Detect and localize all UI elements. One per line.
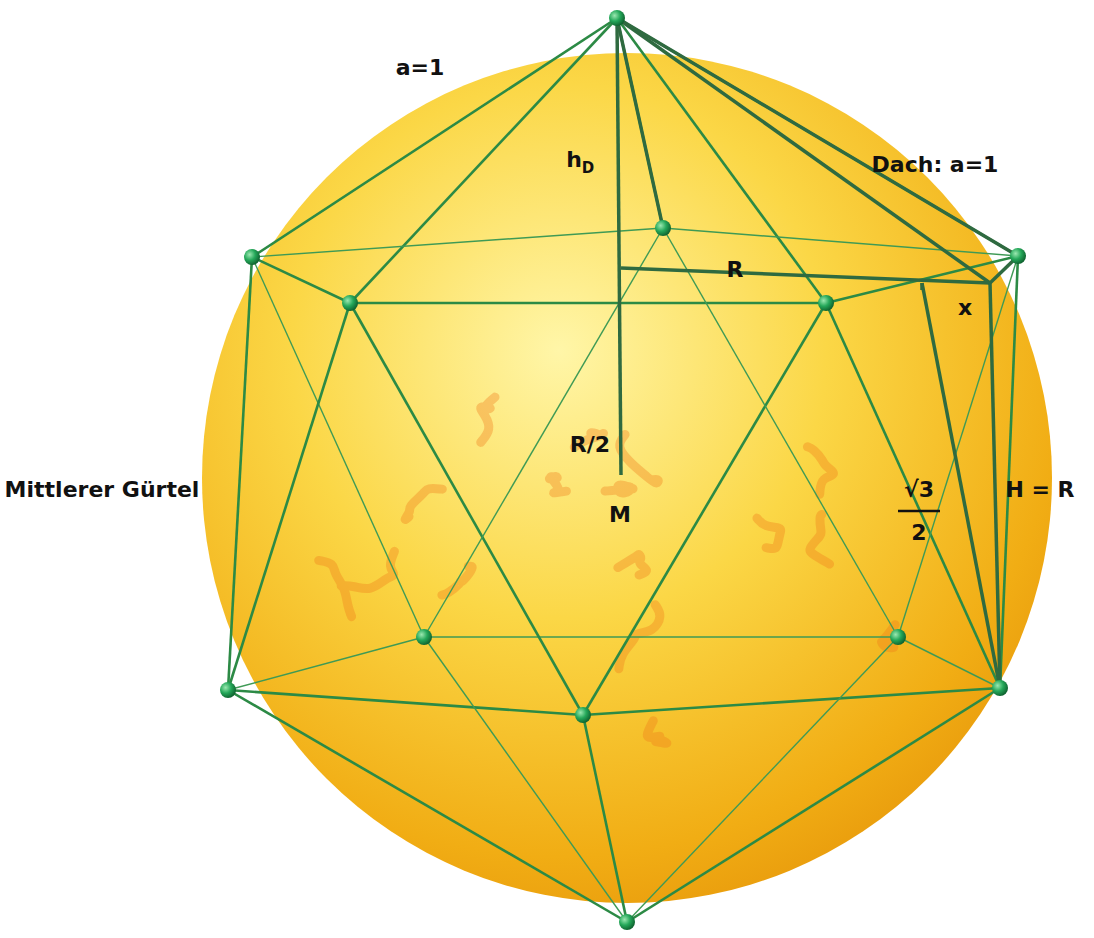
edge-line <box>424 637 627 922</box>
edge-line <box>228 690 627 922</box>
edge-line <box>663 228 898 637</box>
texture-stroke <box>341 551 394 588</box>
roof-line <box>617 18 663 228</box>
half-radius: R/2 <box>570 434 610 456</box>
texture-stroke <box>618 554 647 574</box>
texture-stroke <box>605 485 633 493</box>
vertex-ball <box>575 707 591 723</box>
vertex-ball <box>220 682 236 698</box>
belt-label: Mittlerer Gürtel <box>5 479 200 501</box>
height-subscript: D <box>582 161 594 176</box>
vertex-ball <box>1010 248 1026 264</box>
edge-line <box>617 18 826 303</box>
texture-stroke <box>481 397 495 442</box>
edge-line <box>898 637 1000 688</box>
roof-line <box>617 18 990 283</box>
texture-stroke <box>757 518 781 548</box>
height-line <box>617 18 621 475</box>
vertex-ball <box>655 220 671 236</box>
texture-stroke <box>647 721 667 744</box>
vertex-ball <box>416 629 432 645</box>
roof-line <box>617 18 1018 256</box>
edge-line <box>663 228 1018 256</box>
fraction-bar <box>898 510 940 513</box>
texture-stroke <box>405 489 442 520</box>
edge-line <box>617 18 1018 256</box>
texture-stroke <box>620 435 659 483</box>
vertex-ball <box>619 914 635 930</box>
texture-stroke <box>810 515 830 565</box>
edge-line <box>424 636 898 637</box>
edge-line <box>627 637 898 922</box>
radius-line <box>621 268 990 283</box>
edge-line <box>252 257 424 637</box>
edge-line <box>228 690 583 715</box>
icosahedron-edges <box>228 18 1018 922</box>
edge-line <box>424 228 663 637</box>
edge-line <box>350 18 617 303</box>
vertex-ball <box>818 295 834 311</box>
vertices <box>220 10 1026 930</box>
edge-line <box>627 688 1000 922</box>
roof-edge-length: Dach: a=1 <box>872 154 999 176</box>
height-line <box>990 283 1000 688</box>
center-point: M <box>609 504 631 526</box>
sphere-texture <box>319 397 895 743</box>
tick <box>920 283 924 290</box>
edge-line <box>826 303 1000 688</box>
texture-stroke <box>319 560 352 616</box>
fraction-denominator: 2 <box>911 522 926 544</box>
height-symbol: h <box>566 149 582 171</box>
sphere <box>202 53 1052 903</box>
texture-stroke <box>549 477 566 493</box>
offset-symbol: x <box>958 297 972 319</box>
vertex-ball <box>609 10 625 26</box>
vertex-ball <box>342 295 358 311</box>
vertex-ball <box>992 680 1008 696</box>
edge-line <box>350 302 826 305</box>
edge-line <box>228 303 350 690</box>
fraction-numerator: √3 <box>904 479 934 501</box>
edge-line <box>350 303 583 715</box>
edge-line <box>583 688 1000 715</box>
edge-length: a=1 <box>396 57 445 79</box>
edge-line <box>252 228 663 257</box>
height-equation: H = R <box>1005 479 1074 501</box>
vertex-ball <box>890 629 906 645</box>
construction-lines <box>617 18 1018 688</box>
edge-line <box>1000 256 1018 688</box>
edge-line <box>252 18 617 257</box>
radius-symbol: R <box>727 259 744 281</box>
vertex-ball <box>244 249 260 265</box>
edge-line <box>252 257 350 303</box>
edge-line <box>898 256 1018 637</box>
edge-line <box>228 637 424 690</box>
